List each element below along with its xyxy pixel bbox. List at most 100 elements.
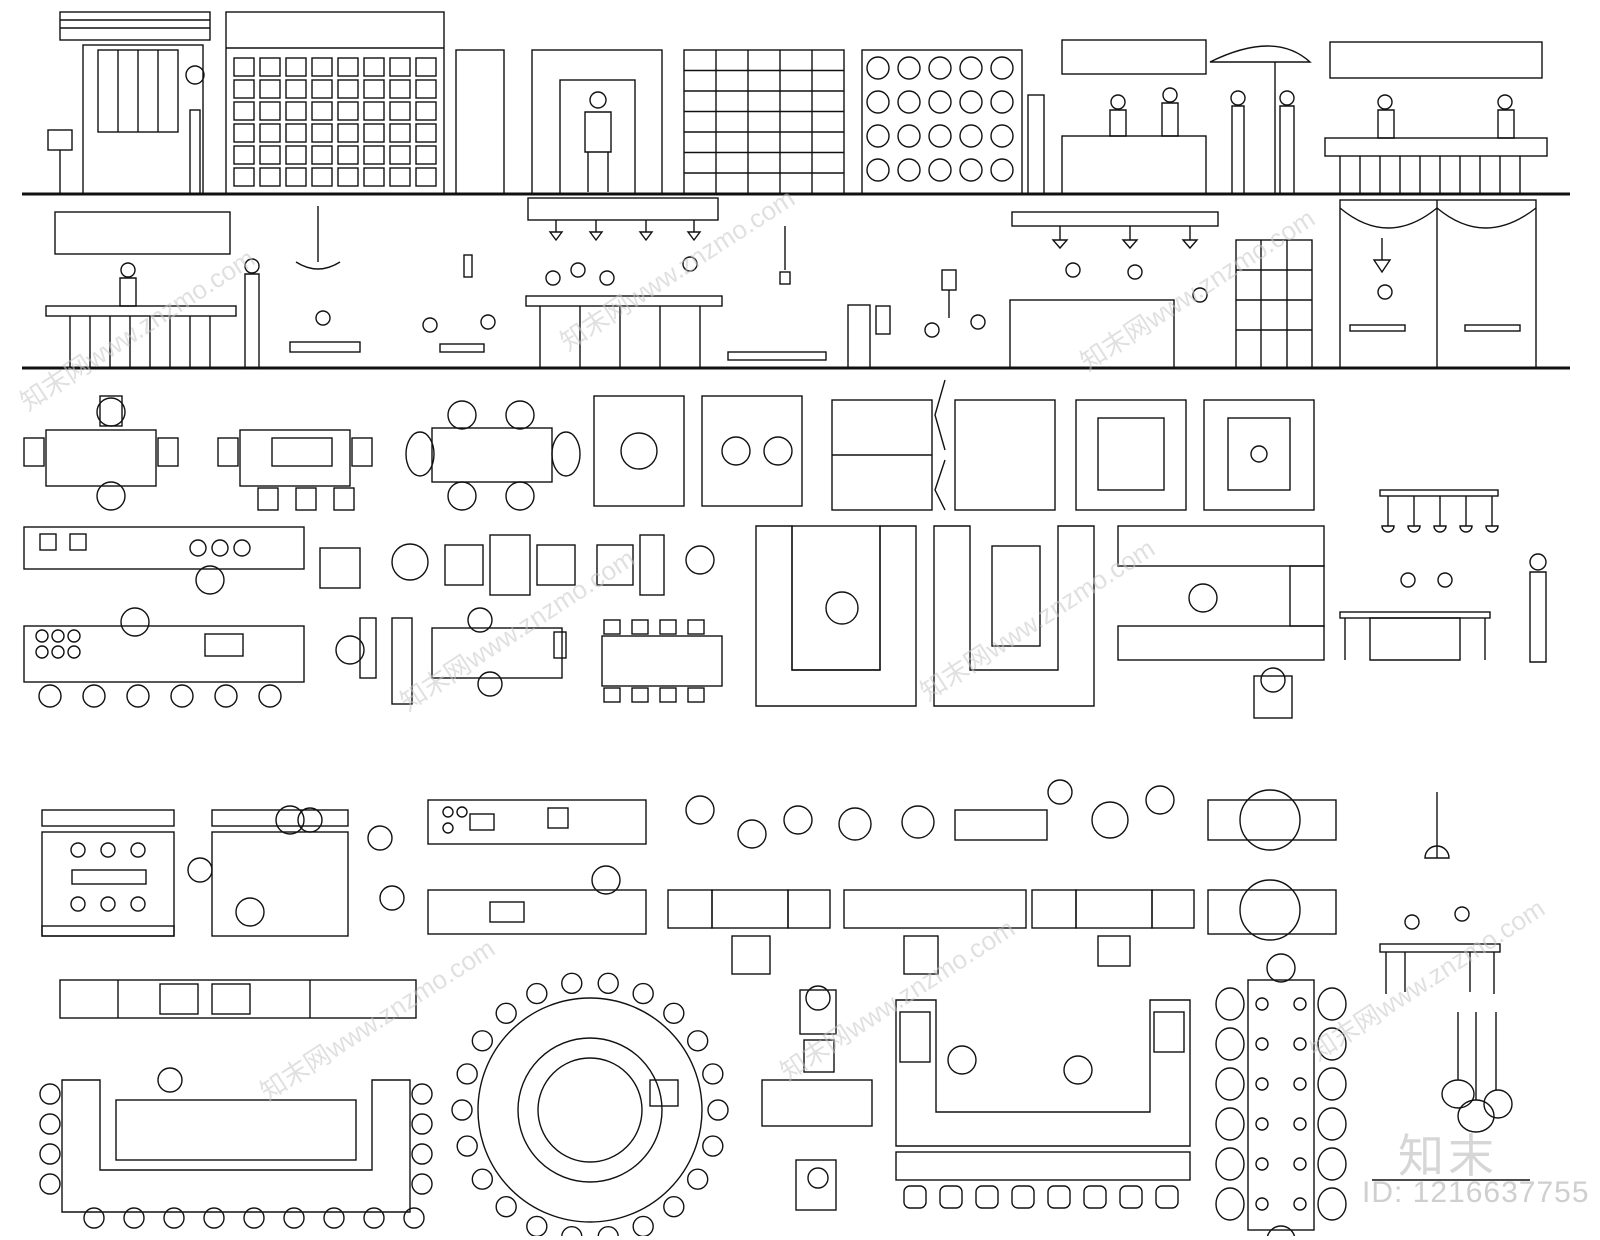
pendant-lamp-cluster (1372, 1012, 1530, 1181)
bar-with-stools (45, 211, 260, 369)
chair (1215, 1147, 1245, 1181)
stool (38, 684, 62, 708)
fan-motif (866, 124, 890, 148)
shoji-pane (311, 167, 333, 187)
stool (411, 1113, 433, 1135)
fan-motif (959, 56, 983, 80)
shoji-pane (259, 123, 281, 143)
counter-stool (597, 972, 619, 995)
fan-motif (897, 56, 921, 80)
shoji-pane (233, 101, 255, 121)
plan-row-6 (39, 953, 1530, 1240)
counter-plans (427, 799, 647, 935)
shoji-pane (285, 101, 307, 121)
shoji-pane (363, 79, 385, 99)
long-banquet-table-plan (1247, 953, 1315, 1240)
shoji-screen-elevation (225, 11, 445, 195)
chef-counter-u-plan (895, 999, 1191, 1181)
shoji-pane (363, 101, 385, 121)
round-counter-plan (477, 997, 703, 1223)
stool (123, 1207, 145, 1229)
shoji-pane (337, 79, 359, 99)
dining-elevation-with-pendants (1339, 489, 1547, 663)
sofa-and-tables-plan (319, 534, 723, 705)
chair (1317, 1067, 1347, 1101)
shoji-pane (389, 145, 411, 165)
display-shelf (1235, 239, 1313, 369)
brand-mark: 知末 (1398, 1129, 1498, 1183)
fan-motif (928, 124, 952, 148)
shoji-pane (233, 123, 255, 143)
stool (903, 1185, 927, 1209)
window-booth-with-curtains (1339, 199, 1537, 369)
stool (39, 1113, 61, 1135)
shoji-pane (363, 167, 385, 187)
chair (1317, 1147, 1347, 1181)
stool (203, 1207, 225, 1229)
shoji-pane (233, 57, 255, 77)
fan-motif (866, 158, 890, 182)
counter-stool (632, 1215, 654, 1238)
fan-motif (897, 124, 921, 148)
shoji-pane (285, 167, 307, 187)
counter-stool (471, 1030, 494, 1052)
stool (126, 684, 150, 708)
stool (403, 1207, 425, 1229)
plate (1293, 997, 1307, 1011)
counter-stool (495, 1196, 517, 1218)
fan-motif (990, 124, 1014, 148)
tea-ceremony-group (289, 206, 496, 353)
shoji-pane (337, 167, 359, 187)
elevation-row-2 (22, 197, 1570, 370)
stool (975, 1185, 999, 1209)
booth-plan-strip (667, 889, 1501, 994)
teppanyaki-counter (1009, 211, 1219, 369)
counter-stool (451, 1099, 473, 1121)
counter-stool (663, 1002, 685, 1024)
shoji-pane (389, 167, 411, 187)
open-kitchen-counter (1324, 41, 1548, 194)
plate (1255, 1077, 1269, 1091)
bbq-booth-plan (831, 379, 1056, 511)
plan-row-4 (23, 489, 1547, 719)
teppan-table-plan (41, 809, 175, 937)
table-plan-1 (23, 395, 179, 511)
plate (1255, 997, 1269, 1011)
plate (1293, 1077, 1307, 1091)
shoji-pane (415, 101, 437, 121)
counter-stool (526, 982, 548, 1005)
plan-row-3 (23, 379, 1315, 511)
chair (1317, 1107, 1347, 1141)
counter-stool (686, 1030, 709, 1052)
chair (1317, 1027, 1347, 1061)
shoji-pane (363, 145, 385, 165)
noren-entrance-elevation (47, 11, 211, 195)
shoji-pane (415, 123, 437, 143)
plate (1293, 1197, 1307, 1211)
shoji-pane (311, 79, 333, 99)
chair (1317, 987, 1347, 1021)
kitchen-island-plan (1117, 525, 1325, 719)
shoji-pane (363, 123, 385, 143)
shoji-pane (311, 57, 333, 77)
shoji-pane (337, 145, 359, 165)
booth-plan-pair (1075, 399, 1315, 511)
stool (39, 1083, 61, 1105)
shoji-pane (389, 79, 411, 99)
fan-motif (990, 56, 1014, 80)
stool (163, 1207, 185, 1229)
table-plan-3 (405, 400, 581, 511)
single-booth-stack (761, 985, 873, 1211)
chair (1215, 1187, 1245, 1221)
shoji-pane (337, 123, 359, 143)
shoji-pane (389, 57, 411, 77)
stool (82, 684, 106, 708)
plate (1255, 1037, 1269, 1051)
stool (1155, 1185, 1179, 1209)
fan-motif (959, 124, 983, 148)
counter-stool (561, 972, 583, 995)
stool (83, 1207, 105, 1229)
fan-motif (866, 56, 890, 80)
shoji-pane (415, 145, 437, 165)
stool (1119, 1185, 1143, 1209)
